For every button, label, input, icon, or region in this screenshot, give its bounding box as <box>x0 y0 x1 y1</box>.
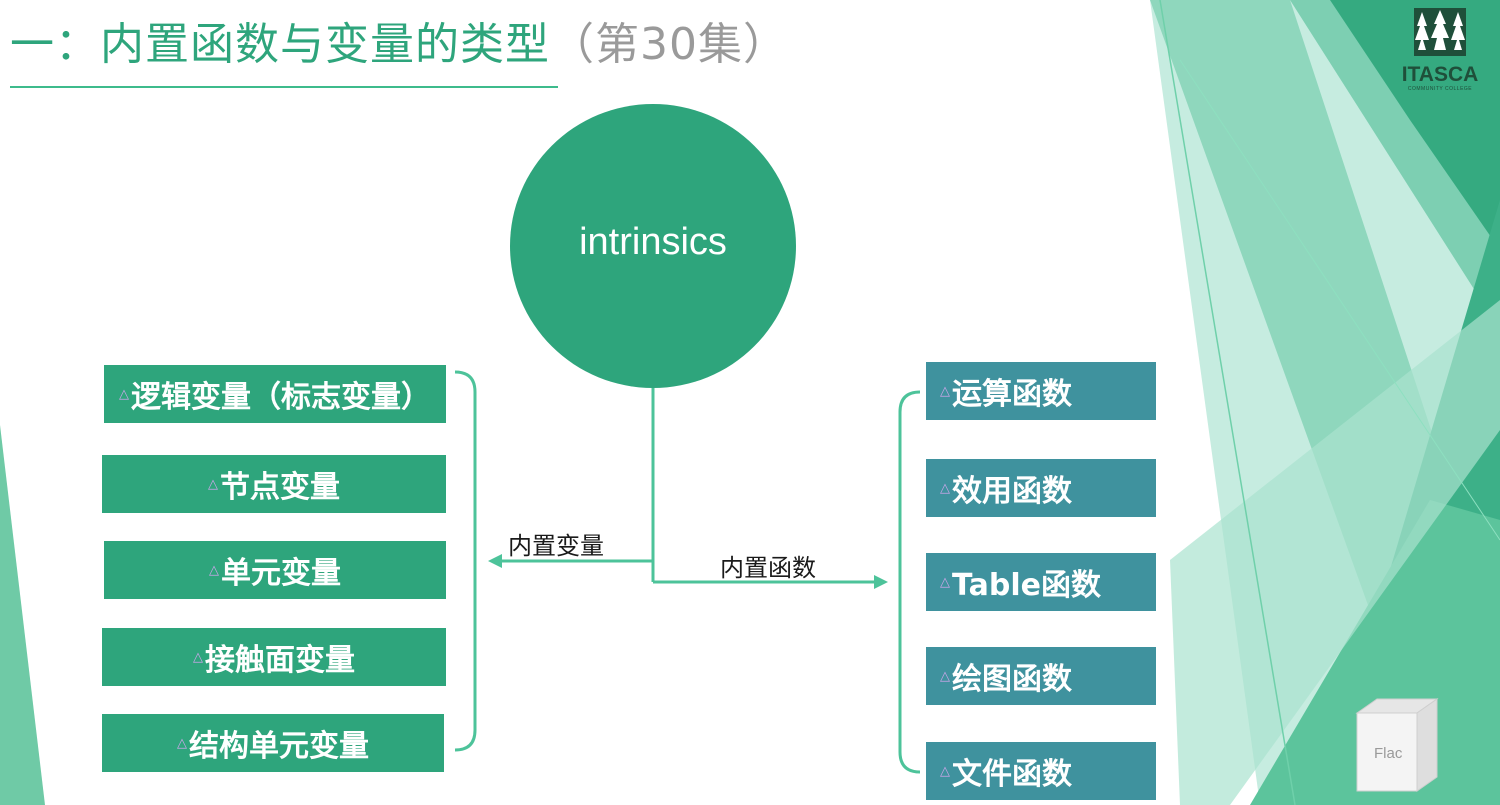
variable-box: △单元变量 <box>104 541 446 599</box>
function-box: △Table函数 <box>926 553 1156 611</box>
left-arrowhead <box>488 554 502 568</box>
left-bracket <box>454 370 477 752</box>
function-label: 文件函数 <box>952 757 1072 792</box>
function-label: Table函数 <box>952 568 1101 603</box>
triangle-bullet-icon: △ <box>940 480 950 496</box>
variable-box: △结构单元变量 <box>102 714 444 772</box>
background-band-left <box>0 425 45 805</box>
variable-box: △接触面变量 <box>102 628 446 686</box>
triangle-bullet-icon: △ <box>208 476 218 492</box>
variable-label: 结构单元变量 <box>189 729 369 764</box>
variable-label: 逻辑变量（标志变量） <box>131 380 431 415</box>
variable-box: △节点变量 <box>102 455 446 513</box>
variable-label: 接触面变量 <box>205 643 355 678</box>
pine-trees-logo-icon <box>1414 8 1466 56</box>
left-branch-label: 内置变量 <box>508 532 604 560</box>
center-node-label: intrinsics <box>579 220 727 263</box>
triangle-bullet-icon: △ <box>177 735 187 751</box>
logo-subtitle: COMMUNITY COLLEGE <box>1407 86 1473 92</box>
function-box: △效用函数 <box>926 459 1156 517</box>
variable-label: 节点变量 <box>220 470 340 505</box>
flac-badge-label: Flac <box>1374 745 1403 762</box>
logo-name: ITASCA <box>1401 63 1479 86</box>
right-branch-label: 内置函数 <box>720 554 816 582</box>
function-box: △绘图函数 <box>926 647 1156 705</box>
background-rule <box>1179 59 1500 541</box>
center-node: intrinsics <box>510 104 796 388</box>
right-bracket <box>898 390 921 774</box>
triangle-bullet-icon: △ <box>940 668 950 684</box>
function-box: △文件函数 <box>926 742 1156 800</box>
triangle-bullet-icon: △ <box>193 649 203 665</box>
variable-box: △逻辑变量（标志变量） <box>104 365 446 423</box>
title-episode: （第30集） <box>550 19 788 70</box>
title-underline <box>10 86 558 88</box>
function-label: 绘图函数 <box>952 662 1072 697</box>
triangle-bullet-icon: △ <box>940 763 950 779</box>
function-box: △运算函数 <box>926 362 1156 420</box>
triangle-bullet-icon: △ <box>940 383 950 399</box>
background-band <box>1330 0 1500 250</box>
slide-title: 一：内置函数与变量的类型（第30集） <box>10 14 788 76</box>
triangle-bullet-icon: △ <box>209 562 219 578</box>
itasca-logo: ITASCA COMMUNITY COLLEGE <box>1392 8 1488 92</box>
background-band <box>1170 300 1500 805</box>
triangle-bullet-icon: △ <box>940 574 950 590</box>
function-label: 运算函数 <box>952 377 1072 412</box>
function-label: 效用函数 <box>952 474 1072 509</box>
title-main: 一：内置函数与变量的类型 <box>10 19 550 70</box>
background-rule <box>1159 0 1296 805</box>
variable-label: 单元变量 <box>221 556 341 591</box>
triangle-bullet-icon: △ <box>119 386 129 402</box>
right-arrowhead <box>874 575 888 589</box>
cube-icon <box>1355 698 1439 792</box>
